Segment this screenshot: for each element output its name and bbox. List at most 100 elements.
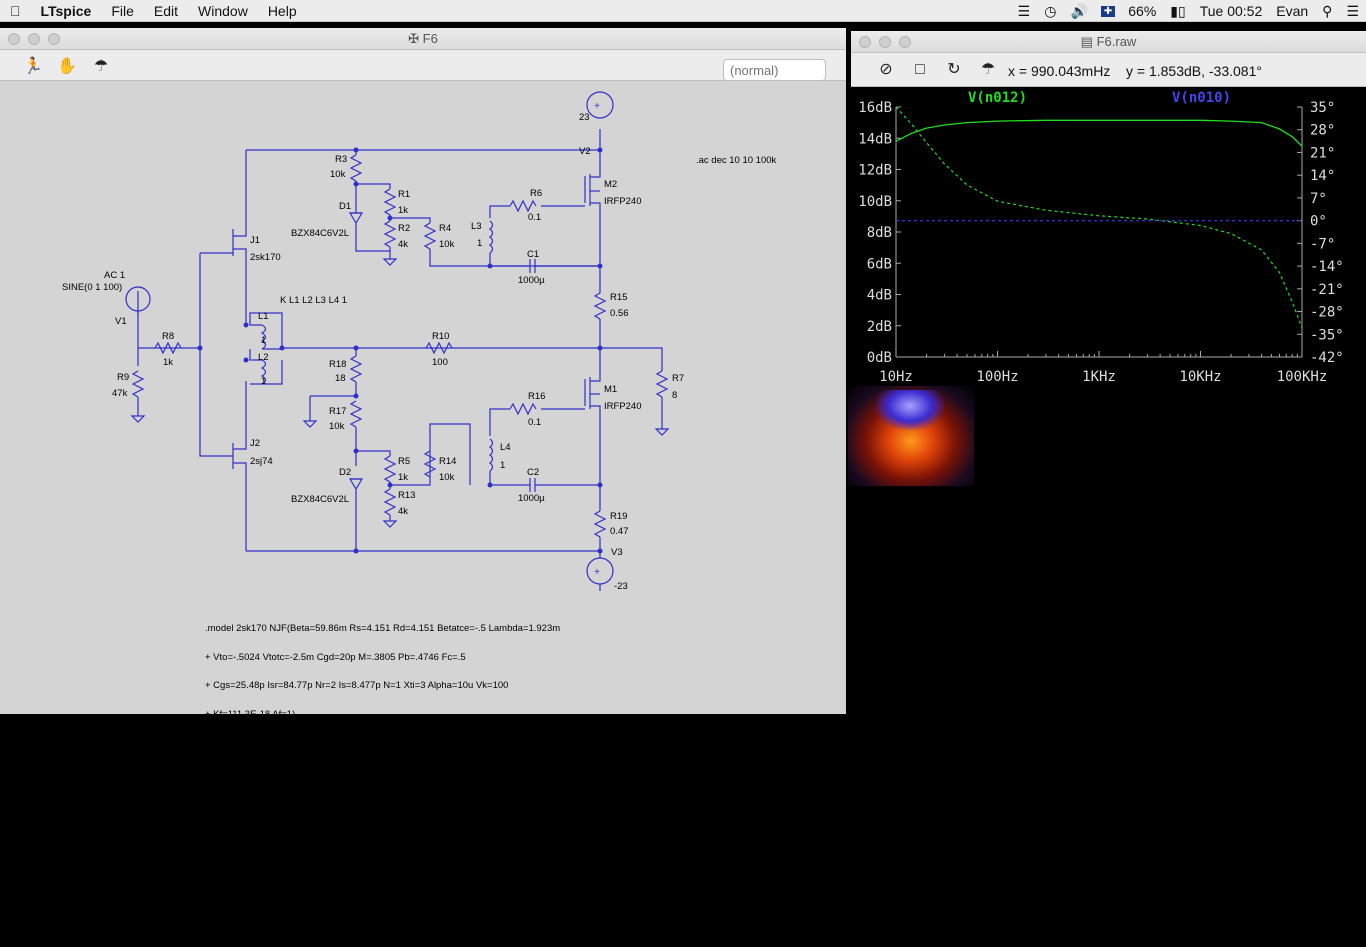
menu-help[interactable]: Help — [257, 2, 297, 19]
model-line: + Vto=-.5024 Vtotc=-2.5m Cgd=20p M=.3805… — [205, 651, 466, 663]
y-left-tick-label: 10dB — [858, 194, 892, 210]
v1-sine-label: SINE(0 1 100) — [62, 282, 122, 293]
plot-window: ▤ F6.raw ⊘ □ ↻ ☂ x = 990.043mHz y = 1.85… — [851, 31, 1366, 391]
minimize-button[interactable] — [28, 33, 40, 45]
model-line: + Kf=111.3E-18 Af=1) — [205, 708, 296, 720]
r3-value: 10k — [330, 169, 346, 180]
r7-name: R7 — [672, 373, 684, 384]
x-tick-label: 100Hz — [976, 369, 1018, 385]
plot-probe-icon[interactable]: ☂ — [980, 61, 996, 78]
y-left-tick-label: 16dB — [858, 100, 892, 116]
autorange-icon[interactable]: ↻ — [947, 61, 961, 78]
model-line: + Cgs=25.48p Isr=84.77p Nr=2 Is=8.477p N… — [205, 680, 509, 691]
d1-value: BZX84C6V2L — [291, 228, 349, 239]
l3-value: 1 — [477, 238, 482, 249]
model-line: + Kf=26.64E-18 Af=1) — [205, 888, 297, 899]
r5-name: R5 — [398, 456, 410, 467]
y-right-tick-label: -7° — [1310, 236, 1335, 252]
m1-value: IRFP240 — [604, 401, 642, 412]
r15-value: 0.56 — [610, 308, 629, 319]
battery-icon[interactable]: ▮▯ — [1170, 2, 1186, 19]
tube-glow — [876, 390, 944, 430]
clock[interactable]: Tue 00:52 — [1199, 3, 1263, 19]
schematic-titlebar[interactable]: ✠ F6 — [0, 28, 846, 50]
ac-directive[interactable]: .ac dec 10 10 100k — [696, 155, 777, 166]
flag-icon[interactable]: ✚ — [1100, 5, 1116, 17]
user-name[interactable]: Evan — [1276, 3, 1309, 19]
r1-name: R1 — [398, 189, 410, 200]
schematic-doc-icon: ✠ — [408, 31, 423, 46]
wifi-icon[interactable]: ☰ — [1017, 2, 1031, 19]
model-line: * — [205, 916, 209, 928]
y-left-tick-label: 12dB — [858, 163, 892, 179]
menu-edit[interactable]: Edit — [143, 2, 178, 19]
legend-v-n010[interactable]: V(n010) — [1172, 90, 1231, 106]
zoom-out-icon[interactable]: ⊘ — [879, 61, 893, 78]
y-left-tick-label: 2dB — [867, 319, 892, 335]
m2-name: M2 — [604, 179, 617, 190]
model-line: + Vto=-.5428 Vtotc=-2.5m Cgd=85.67p M=.3… — [205, 831, 479, 842]
notification-center-icon[interactable]: ☰ — [1346, 2, 1359, 19]
l1-value: 1 — [261, 335, 266, 346]
plot-toolbar: ⊘ □ ↻ ☂ x = 990.043mHz y = 1.853dB, -33.… — [851, 53, 1366, 87]
v1-ac-label: AC 1 — [104, 270, 125, 281]
plot-zoom-button[interactable] — [899, 36, 911, 48]
r15-name: R15 — [610, 292, 627, 303]
schematic-canvas[interactable]: + + .ac dec 10 10 100k K L1 L2 L3 L4 1 A… — [0, 81, 846, 714]
battery-percent[interactable]: 66% — [1128, 3, 1157, 19]
tube-image — [848, 386, 974, 486]
window-controls — [8, 33, 60, 45]
y-right-tick-label: 21° — [1310, 145, 1335, 161]
zoom-fit-icon[interactable]: □ — [915, 61, 925, 78]
search-input[interactable] — [723, 59, 826, 81]
r19-name: R19 — [610, 511, 627, 522]
r9-name: R9 — [117, 372, 129, 383]
series-v-n012-phase[interactable] — [895, 106, 1303, 329]
y-left-tick-label: 0dB — [867, 350, 892, 366]
r17-name: R17 — [329, 406, 346, 417]
d2-name: D2 — [339, 467, 351, 478]
model-directives[interactable]: .model 2sk170 NJF(Beta=59.86m Rs=4.151 R… — [205, 605, 560, 946]
zoom-button[interactable] — [48, 33, 60, 45]
plot-close-button[interactable] — [859, 36, 871, 48]
d2-value: BZX84C6V2L — [291, 494, 349, 505]
spotlight-icon[interactable]: ⚲ — [1322, 2, 1333, 19]
r10-value: 100 — [432, 357, 448, 368]
r13-value: 4k — [398, 506, 408, 517]
close-button[interactable] — [8, 33, 20, 45]
l4-value: 1 — [500, 460, 505, 471]
r8-value: 1k — [163, 357, 173, 368]
c1-value: 1000µ — [518, 275, 545, 286]
cursor-y-readout: y = 1.853dB, -33.081° — [1126, 63, 1262, 79]
plot-window-controls — [859, 36, 911, 48]
k-statement[interactable]: K L1 L2 L3 L4 1 — [280, 295, 347, 306]
plot-minimize-button[interactable] — [879, 36, 891, 48]
y-right-tick-label: -42° — [1310, 350, 1344, 366]
plot-titlebar[interactable]: ▤ F6.raw — [851, 31, 1366, 53]
c2-value: 1000µ — [518, 493, 545, 504]
r7-value: 8 — [672, 390, 677, 401]
series-v-n012-magnitude[interactable] — [895, 119, 1303, 147]
menu-file[interactable]: File — [100, 2, 134, 19]
r2-value: 4k — [398, 239, 408, 250]
x-tick-label: 10Hz — [879, 369, 913, 385]
pan-hand-icon[interactable]: ✋ — [57, 58, 77, 75]
menu-window[interactable]: Window — [187, 2, 248, 19]
c1-name: C1 — [527, 249, 539, 260]
run-icon[interactable]: 🏃 — [23, 58, 43, 75]
legend-v-n012[interactable]: V(n012) — [968, 90, 1027, 106]
r6-name: R6 — [530, 188, 542, 199]
r16-value: 0.1 — [528, 417, 541, 428]
r4-name: R4 — [439, 223, 451, 234]
status-area: ☰ ◷ 🔊 ✚ 66% ▮▯ Tue 00:52 Evan ⚲ ☰ — [1011, 0, 1366, 22]
d1-name: D1 — [339, 201, 351, 212]
time-machine-icon[interactable]: ◷ — [1044, 2, 1057, 19]
apple-icon[interactable]:  — [0, 0, 31, 22]
y-right-tick-label: -14° — [1310, 259, 1344, 275]
x-tick-label: 10KHz — [1179, 369, 1221, 385]
y-right-tick-label: 35° — [1310, 100, 1335, 116]
probe-icon[interactable]: ☂ — [93, 58, 109, 75]
volume-icon[interactable]: 🔊 — [1070, 2, 1088, 19]
menu-app-name[interactable]: LTspice — [30, 2, 92, 19]
